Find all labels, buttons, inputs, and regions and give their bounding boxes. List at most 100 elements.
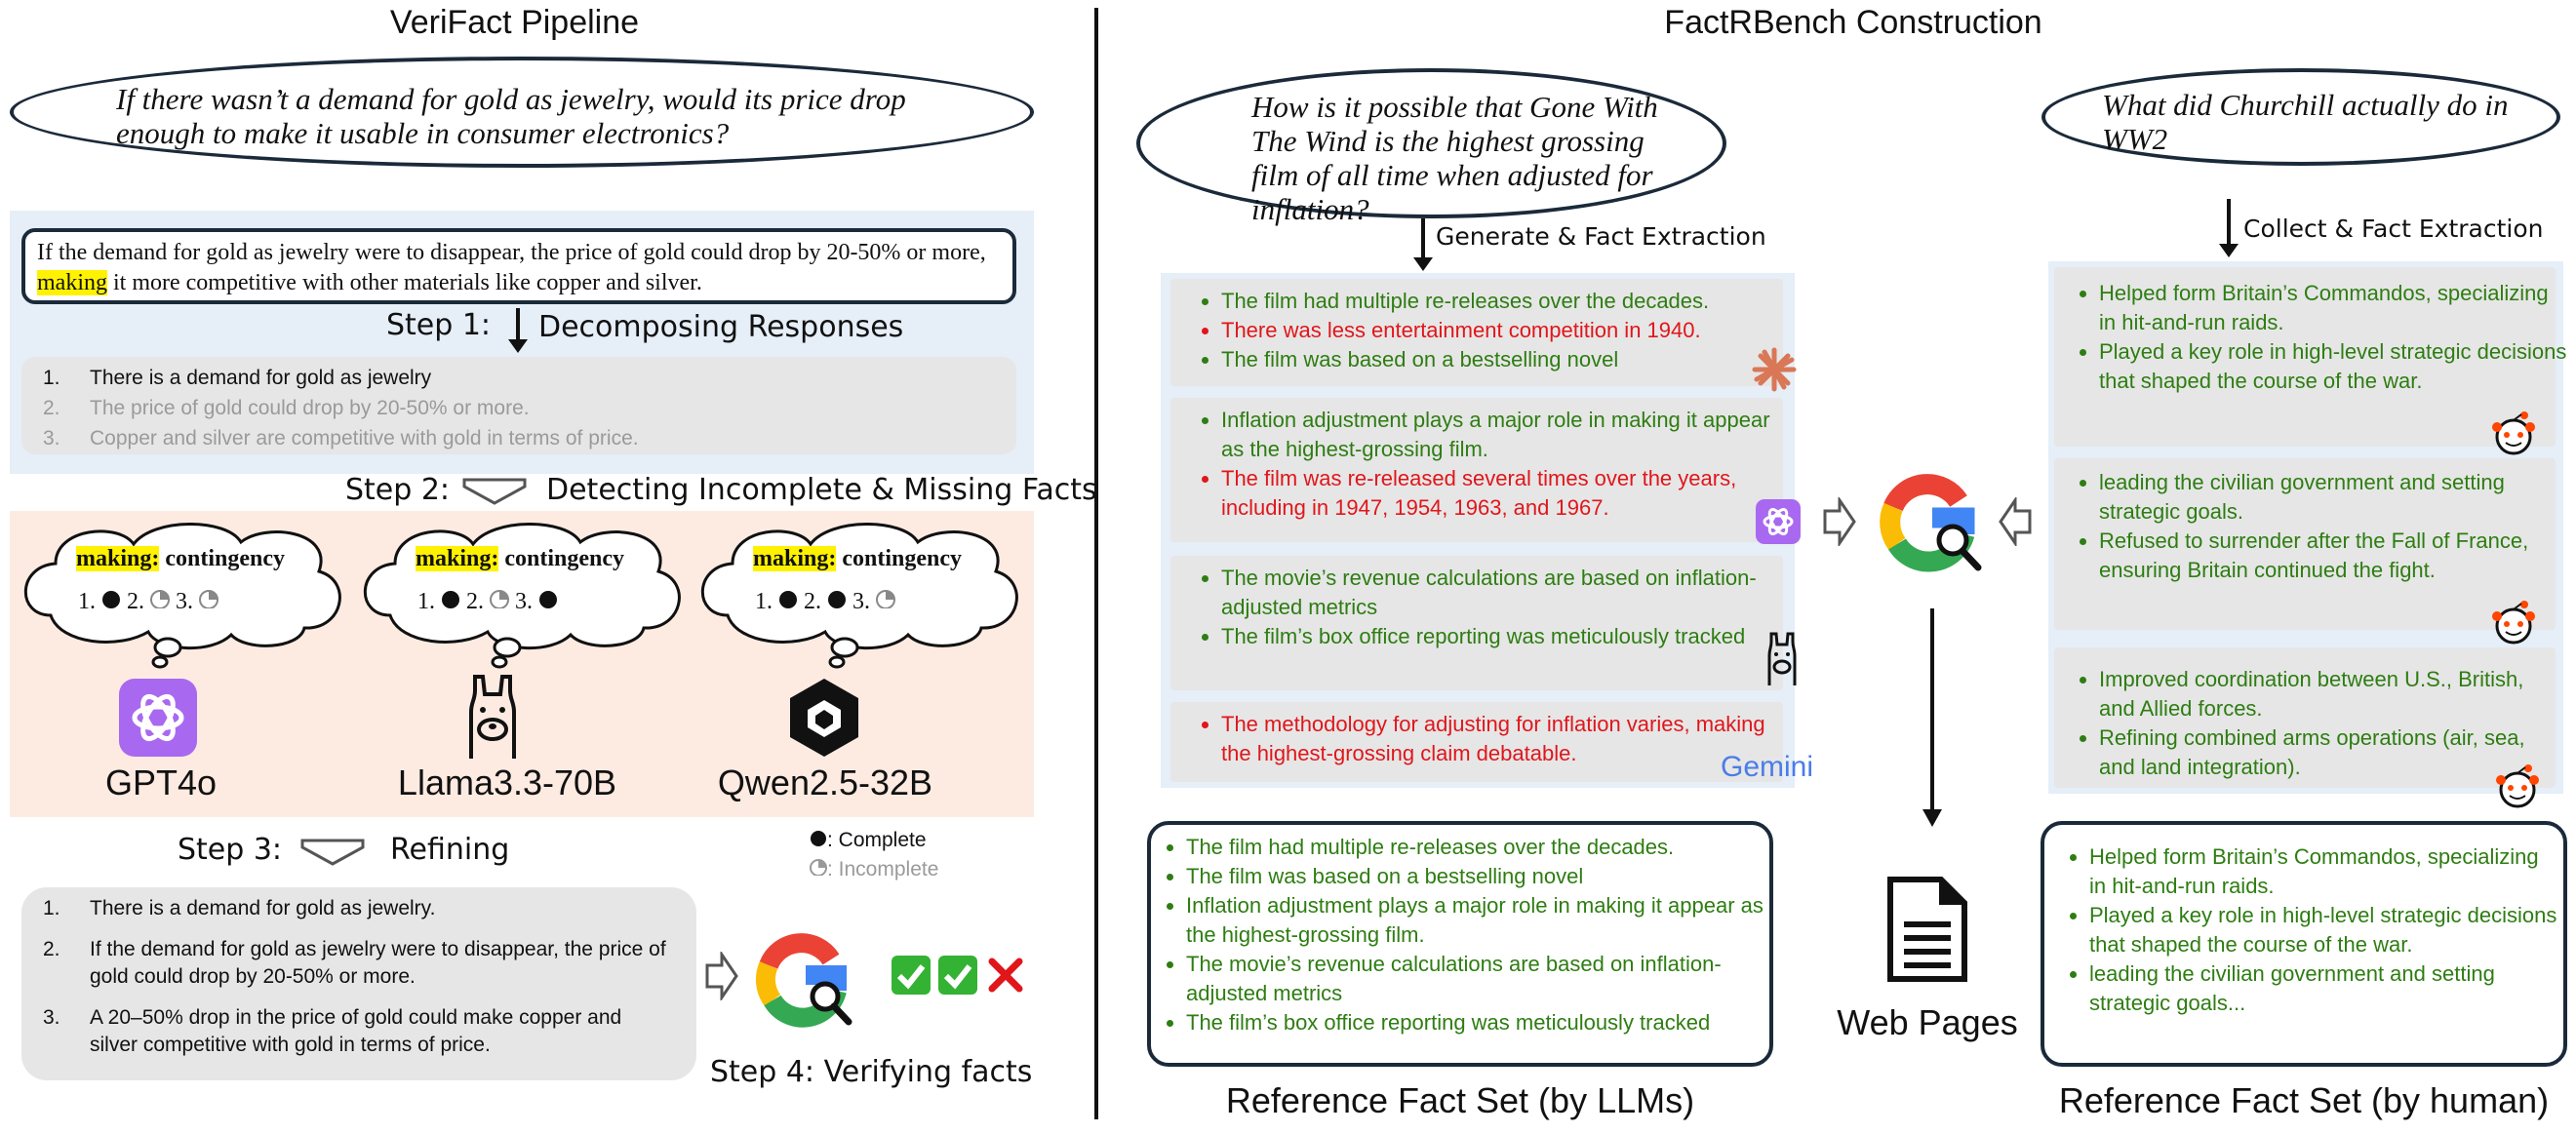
ref-fact: Played a key role in high-level strategi… [2089,901,2557,959]
complete-dot-icon [779,591,797,608]
step3-arrow [300,839,365,866]
generate-arrow [1413,218,1433,271]
cloud-marks: 1. 2. 3. [755,589,895,615]
ref-fact: Inflation adjustment plays a major role … [1186,891,1781,950]
human-group-2: leading the civilian government and sett… [2054,458,2556,630]
reference-caption-human: Reference Fact Set (by human) [2058,1080,2550,1120]
incomplete-dot-icon [199,590,218,609]
step2-label: Step 2: [345,473,451,507]
step1-arrow [508,308,528,353]
llm-group-3: The movie’s revenue calculations are bas… [1170,556,1783,690]
step3-text: Refining [390,833,510,867]
question-bubble-human: What did Churchill actually do in WW2 [2041,68,2560,166]
refined-item-1: 1.There is a demand for gold as jewelry. [43,897,436,919]
incomplete-dot-icon [490,590,509,609]
llm-fact: The film’s box office reporting was meti… [1221,622,1767,651]
cross-icon [988,958,1023,993]
cloud-marks: 1. 2. 3. [417,589,558,615]
question-bubble: If there wasn’t a demand for gold as jew… [10,57,1034,168]
verification-marks [890,954,1027,1001]
openai-icon [1756,499,1801,544]
question-text-human: What did Churchill actually do in WW2 [2102,88,2509,156]
fact-item-1: 1.There is a demand for gold as jewelry [43,367,432,389]
llm-fact: Inflation adjustment plays a major role … [1221,406,1777,464]
thought-cloud-gpt: making: contingency 1. 2. 3. [21,523,343,669]
reference-caption-llm: Reference Fact Set (by LLMs) [1225,1080,1695,1120]
human-fact: Helped form Britain’s Commandos, special… [2099,279,2567,337]
complete-dot-icon [539,591,557,608]
human-fact: leading the civilian government and sett… [2099,468,2576,527]
llm-fact: The methodology for adjusting for inflat… [1221,710,1787,768]
thought-cloud-llama: making: contingency 1. 2. 3. [361,523,683,669]
collect-label: Collect & Fact Extraction [2243,215,2544,243]
model-name-qwen: Qwen2.5-32B [717,763,933,802]
generate-label: Generate & Fact Extraction [1436,222,1766,251]
human-fact: Refining combined arms operations (air, … [2099,723,2548,782]
fact-item-2: 2.The price of gold could drop by 20-50%… [43,397,530,419]
human-group-3: Improved coordination between U.S., Brit… [2054,647,2556,788]
human-group-1: Helped form Britain’s Commandos, special… [2054,267,2566,447]
right-to-google-arrow [1999,497,2032,546]
llm-fact: The film was re-released several times o… [1221,464,1777,523]
complete-dot-icon [811,831,826,846]
fact-item-3: 3.Copper and silver are competitive with… [43,427,639,450]
document-icon [1887,877,1967,982]
model-name-llama: Llama3.3-70B [397,763,617,802]
llm-group-1: The film had multiple re-releases over t… [1170,279,1783,386]
refined-item-2: 2.If the demand for gold as jewelry were… [43,938,666,988]
complete-dot-icon [828,591,846,608]
question-text: If there wasn’t a demand for gold as jew… [116,82,906,150]
complete-dot-icon [442,591,459,608]
left-to-google-arrow [1823,497,1856,546]
google-search-icon [751,926,858,1034]
step4-text: Step 4: Verifying facts [710,1055,1033,1089]
human-fact: Improved coordination between U.S., Brit… [2099,665,2548,723]
step1-text: Decomposing Responses [538,310,904,344]
step4-arrow [705,952,738,1000]
incomplete-dot-icon [150,590,170,609]
ref-fact: The film had multiple re-releases over t… [1186,833,1781,862]
reddit-icon [2492,411,2535,455]
question-bubble-llm: How is it possible that Gone With The Wi… [1136,68,1726,226]
verifact-title: VeriFact Pipeline [389,4,640,41]
check-icon [938,956,978,995]
complete-dot-icon [102,591,120,608]
llm-fact: The movie’s revenue calculations are bas… [1221,564,1767,622]
ref-fact: The film’s box office reporting was meti… [1186,1008,1781,1037]
model-name-gpt: GPT4o [104,763,218,802]
response-box: If the demand for gold as jewelry were t… [21,228,1016,304]
web-pages-label: Web Pages [1837,1002,2018,1042]
ref-fact: Helped form Britain’s Commandos, special… [2089,842,2557,901]
llama-icon [454,673,532,761]
incomplete-dot-icon [876,590,895,609]
step2-arrow [462,478,527,505]
legend-complete: : Complete [810,829,927,852]
human-fact: Refused to surrender after the Fall of F… [2099,527,2576,585]
response-text: If the demand for gold as jewelry were t… [37,240,986,295]
factrbench-title: FactRBench Construction [1664,4,2042,41]
facts-box: 1.There is a demand for gold as jewelry … [21,357,1016,454]
google-to-web-arrow [1922,608,1942,827]
llm-fact: The film had multiple re-releases over t… [1221,287,1806,316]
llama-icon [1767,632,1797,685]
human-fact: Played a key role in high-level strategi… [2099,337,2567,396]
collect-arrow [2219,199,2239,257]
incomplete-dot-icon [810,859,827,877]
section-divider [1094,8,1098,1119]
llm-group-2: Inflation adjustment plays a major role … [1170,398,1783,542]
ref-fact: The film was based on a bestselling nove… [1186,862,1781,891]
step2-text: Detecting Incomplete & Missing Facts [546,473,1097,507]
step3-label: Step 3: [178,833,283,867]
thought-cloud-qwen: making: contingency 1. 2. 3. [698,523,1020,669]
reference-set-human: Helped form Britain’s Commandos, special… [2041,821,2567,1067]
refined-item-3: 3.A 20–50% drop in the price of gold cou… [43,1006,622,1056]
qwen-icon [780,675,868,761]
reddit-icon [2492,601,2535,645]
llm-group-4: The methodology for adjusting for inflat… [1170,702,1783,782]
llm-fact: There was less entertainment competition… [1221,316,1806,345]
gemini-logo: Gemini [1721,751,1814,783]
check-icon [892,956,931,995]
reference-set-llm: The film had multiple re-releases over t… [1147,821,1773,1067]
reddit-icon [2496,764,2539,808]
ref-fact: The movie’s revenue calculations are bas… [1186,950,1781,1008]
